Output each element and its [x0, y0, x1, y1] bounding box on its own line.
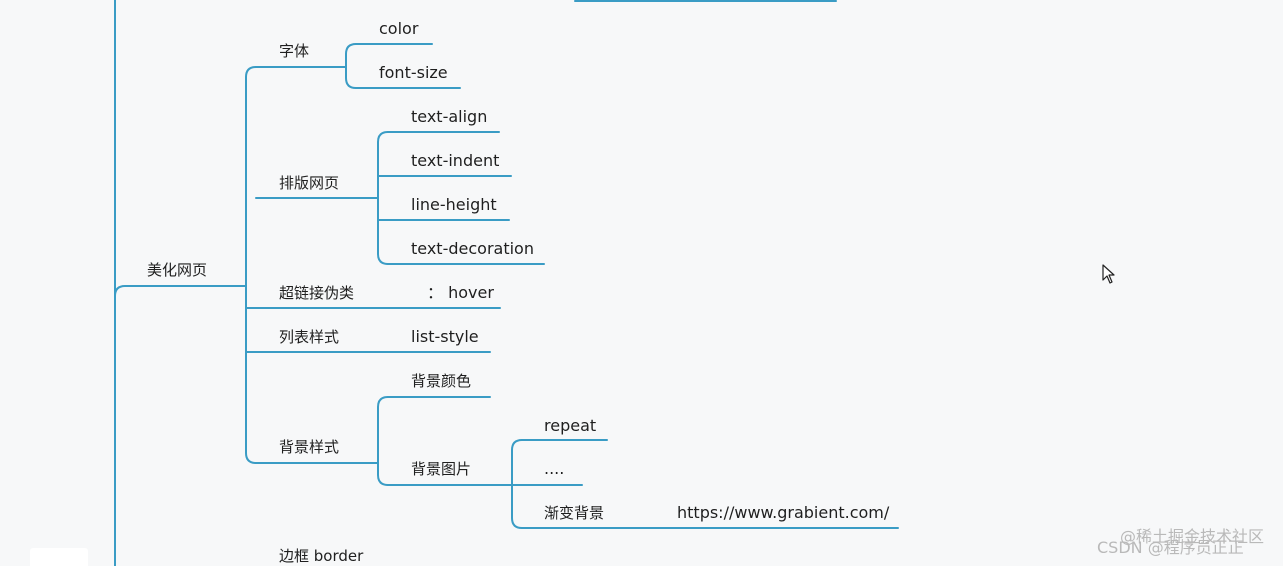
level1-spine [245, 66, 257, 464]
node-text-decoration[interactable]: text-decoration [411, 239, 534, 258]
csdn-watermark: CSDN @程序员正正 [1097, 538, 1244, 557]
node-font-size[interactable]: font-size [379, 63, 448, 82]
node-ellipsis[interactable]: .... [544, 459, 565, 478]
branch-font-label[interactable]: 字体 [279, 42, 310, 60]
background-children-bracket [377, 396, 389, 486]
node-text-indent[interactable]: text-indent [411, 151, 500, 170]
bottom-left-panel [30, 548, 88, 566]
juejin-watermark: @稀土掘金技术社区 [1120, 527, 1265, 546]
node-grabient-url[interactable]: https://www.grabient.com/ [677, 503, 890, 522]
font-children-bracket [345, 43, 357, 89]
layout-children-bracket [377, 131, 389, 265]
node-background-image[interactable]: 背景图片 [411, 460, 472, 478]
branch-list-style-label[interactable]: 列表样式 [279, 328, 340, 346]
node-repeat[interactable]: repeat [544, 416, 597, 435]
branch-background-label[interactable]: 背景样式 [279, 438, 340, 456]
branch-pseudo-class-label[interactable]: 超链接伪类 [279, 284, 355, 302]
node-list-style[interactable]: list-style [411, 327, 479, 346]
mouse-cursor-icon [1102, 264, 1115, 284]
node-hover[interactable]: ： hover [427, 283, 494, 302]
root-connector [114, 285, 247, 297]
branch-border-label[interactable]: 边框 border [279, 547, 364, 565]
node-line-height[interactable]: line-height [411, 195, 497, 214]
node-color[interactable]: color [379, 19, 419, 38]
root-node-label[interactable]: 美化网页 [147, 261, 208, 279]
branch-layout-label[interactable]: 排版网页 [279, 174, 340, 192]
node-text-align[interactable]: text-align [411, 107, 488, 126]
node-gradient-background[interactable]: 渐变背景 [544, 504, 605, 522]
node-background-color[interactable]: 背景颜色 [411, 372, 472, 390]
